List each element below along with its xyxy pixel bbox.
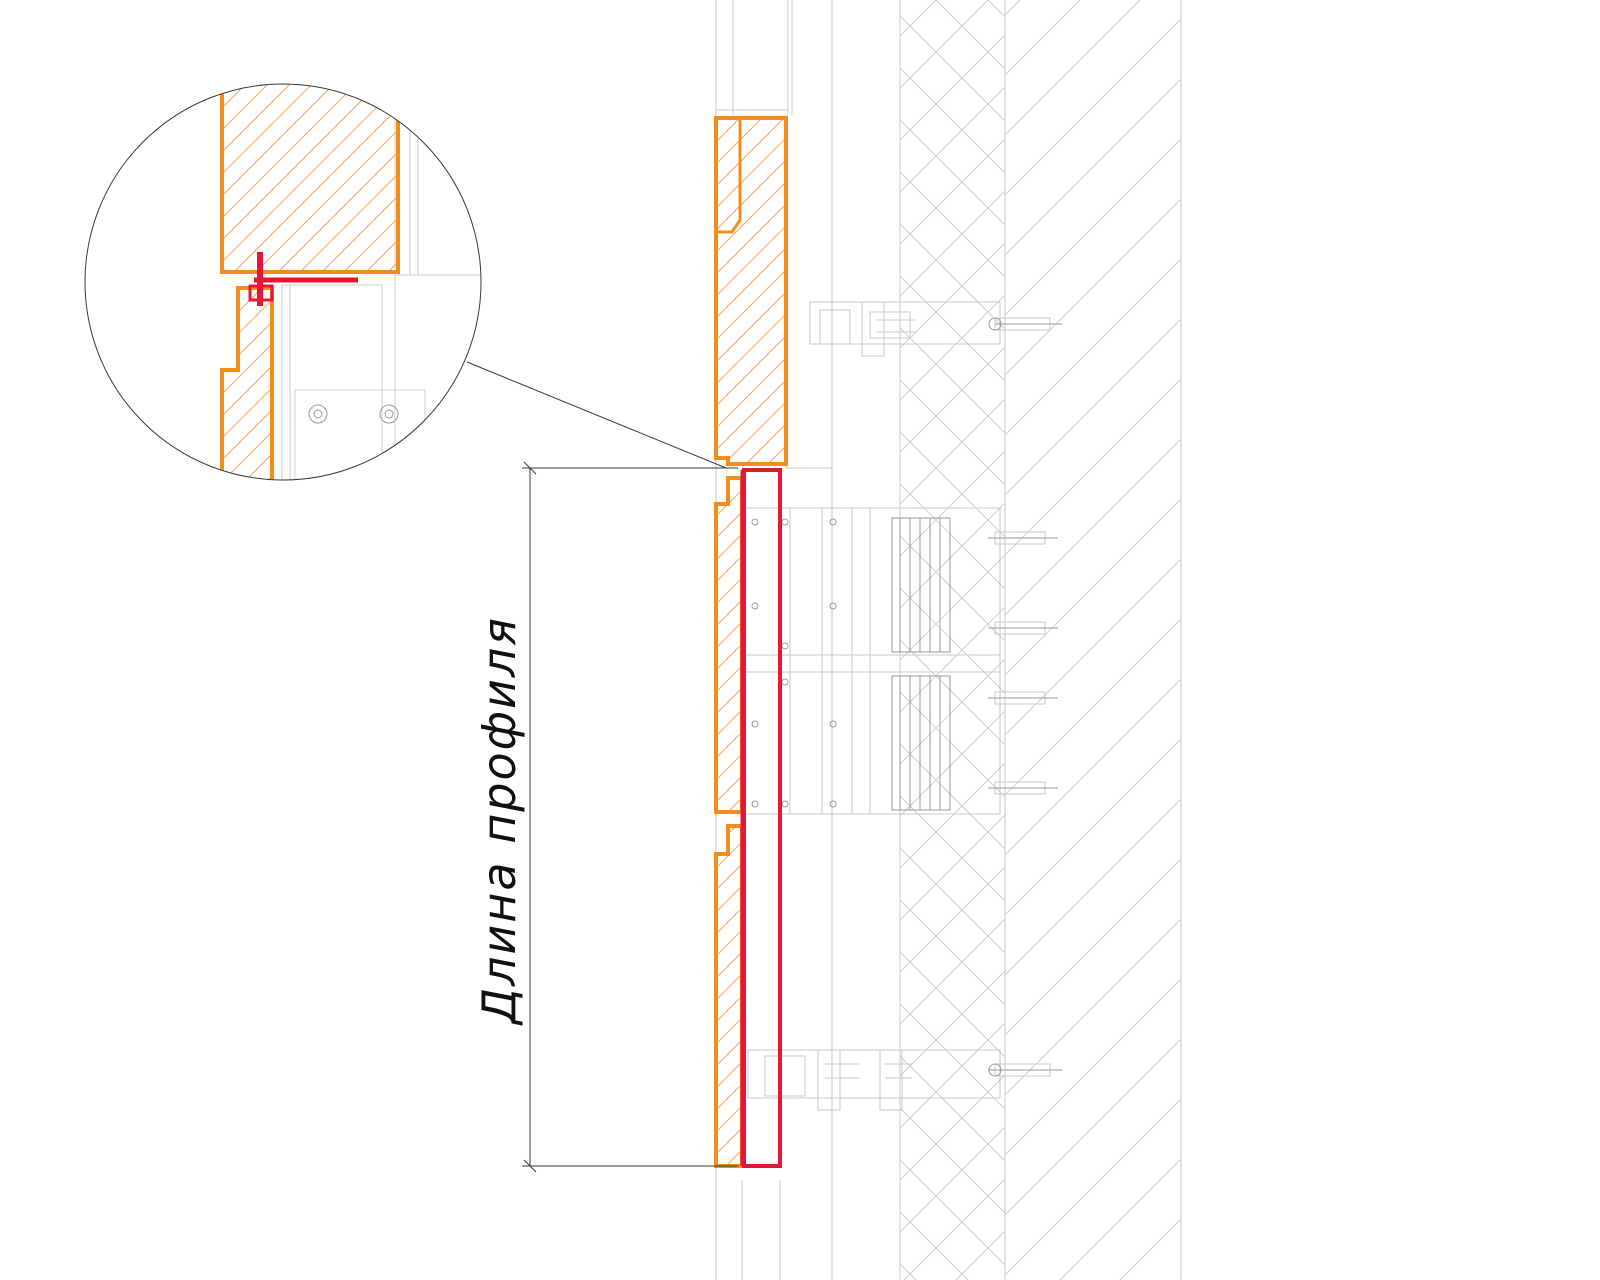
dimension-label: Длина профиля bbox=[472, 616, 526, 1026]
anchor-dowel bbox=[988, 317, 1062, 331]
detail-profile bbox=[248, 252, 358, 306]
detail-screw-icon bbox=[308, 404, 328, 424]
concrete-wall bbox=[1004, 0, 1182, 1280]
anchor-dowels-middle bbox=[988, 531, 1058, 795]
bracket-rib-upper bbox=[891, 517, 951, 653]
profile-connection-block bbox=[744, 507, 1001, 815]
facade-panel-top bbox=[714, 116, 788, 466]
wall-bracket bbox=[809, 301, 1001, 357]
detail-screw-icon bbox=[379, 404, 399, 424]
detail-callout bbox=[84, 83, 482, 481]
bracket-rib-lower bbox=[891, 675, 951, 811]
detail-leader-line bbox=[466, 361, 727, 469]
aluminium-profile bbox=[740, 468, 782, 1168]
insulation-layer bbox=[899, 0, 1005, 1280]
facade-panel-bottom bbox=[714, 824, 744, 1168]
facade-panel-middle bbox=[714, 476, 744, 814]
profile-length-dimension bbox=[522, 461, 738, 1173]
anchor-dowel-bottom bbox=[988, 1063, 1062, 1077]
screw-marks bbox=[751, 518, 837, 808]
